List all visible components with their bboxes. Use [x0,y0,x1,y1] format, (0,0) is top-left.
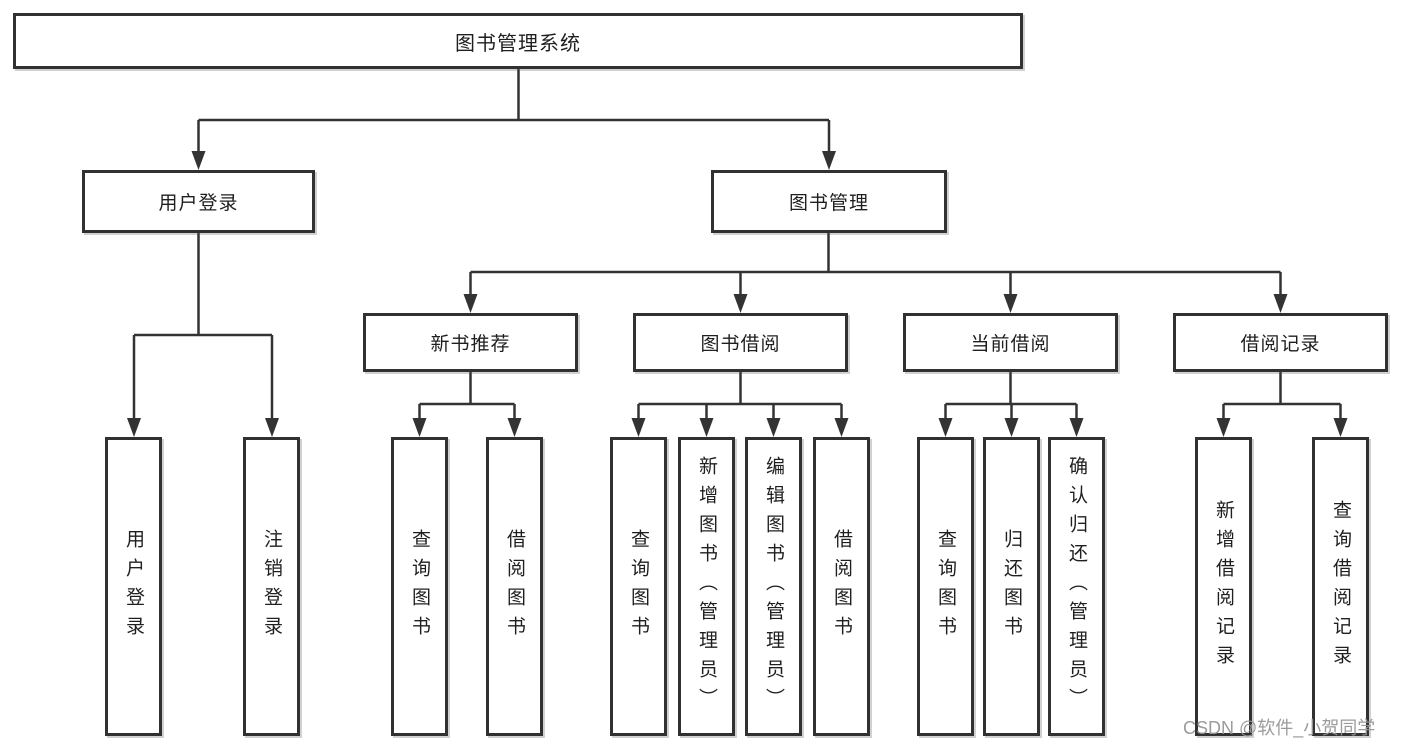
leaf-query-books-borrowing: 查询图书 [610,437,667,736]
csdn-watermark: CSDN @软件_小贺同学 [1183,718,1376,738]
node-library-system: 图书管理系统 [13,13,1023,69]
node-current-borrowing: 当前借阅 [903,313,1118,372]
node-borrowing-records: 借阅记录 [1173,313,1388,372]
leaf-query-borrow-record: 查询借阅记录 [1312,437,1369,736]
node-book-borrowing: 图书借阅 [633,313,848,372]
leaf-add-borrow-record: 新增借阅记录 [1195,437,1252,736]
leaf-borrow-books-recommend: 借阅图书 [486,437,543,736]
node-new-book-recommend: 新书推荐 [363,313,578,372]
leaf-return-books: 归还图书 [983,437,1040,736]
leaf-query-books-current: 查询图书 [917,437,974,736]
leaf-confirm-return-admin: 确认归还（管理员） [1048,437,1105,736]
leaf-logout: 注销登录 [243,437,300,736]
node-user-login: 用户登录 [82,170,315,233]
leaf-borrow-books-borrowing: 借阅图书 [813,437,870,736]
node-book-management: 图书管理 [711,170,947,233]
leaf-add-books-admin: 新增图书（管理员） [678,437,735,736]
leaf-user-login: 用户登录 [105,437,162,736]
leaf-query-books-recommend: 查询图书 [391,437,448,736]
leaf-edit-books-admin: 编辑图书（管理员） [745,437,802,736]
